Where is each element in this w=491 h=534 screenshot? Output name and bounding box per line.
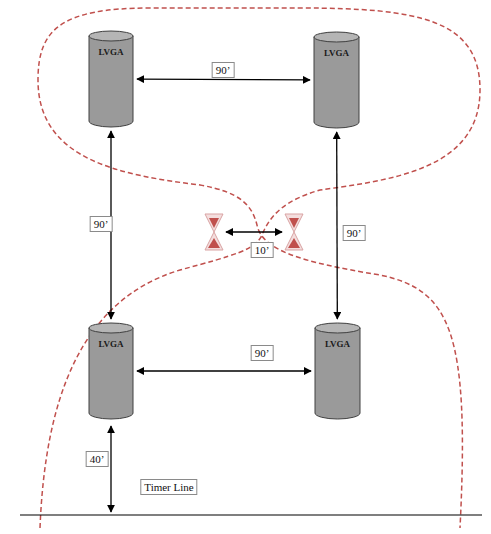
cone-cylinder: LVGA — [88, 322, 134, 420]
cone-cylinder: LVGA — [313, 31, 360, 129]
cylinder-shape — [314, 322, 361, 420]
cylinder-top — [89, 31, 133, 41]
cylinder-body — [315, 328, 360, 419]
cylinder-shape — [88, 30, 134, 128]
hourglass-symbol — [205, 214, 223, 250]
cylinder-shape — [88, 322, 134, 420]
dimension-arrow — [226, 231, 282, 232]
dimension-label: 90’ — [343, 225, 366, 241]
cone-label: LVGA — [314, 339, 361, 349]
cone-label: LVGA — [88, 339, 134, 349]
cone-cylinder: LVGA — [88, 30, 134, 128]
cone-label: LVGA — [88, 47, 134, 57]
cylinder-body — [314, 37, 359, 128]
dimension-arrow — [336, 132, 338, 319]
hourglass-bottom — [285, 232, 303, 250]
cylinder-body — [89, 328, 133, 419]
cone-label: LVGA — [313, 48, 360, 58]
course-path — [38, 8, 480, 528]
dimension-label: Timer Line — [140, 479, 197, 495]
hourglass-bottom — [205, 232, 223, 250]
dimension-label: 90’ — [251, 345, 274, 361]
dimension-label: 10’ — [251, 242, 274, 258]
hourglass-symbol — [285, 214, 303, 250]
cylinder-top — [89, 323, 133, 333]
dimension-arrow — [110, 426, 111, 512]
hourglass-sand — [208, 238, 220, 248]
hourglass-top — [285, 214, 303, 232]
dimension-label: 90’ — [90, 216, 113, 232]
dimension-label: 40’ — [86, 451, 109, 467]
cylinder-body — [89, 36, 133, 127]
timer-line — [20, 514, 482, 515]
cylinder-top — [314, 32, 359, 42]
hourglass-top — [205, 214, 223, 232]
dimension-arrow — [137, 78, 310, 80]
dimension-arrow — [137, 370, 311, 371]
dimension-label: 90’ — [212, 62, 235, 78]
cone-cylinder: LVGA — [314, 322, 361, 420]
hourglass-sand — [288, 238, 300, 248]
hourglass-sand — [209, 218, 219, 228]
cylinder-top — [315, 323, 360, 333]
cylinder-shape — [313, 31, 360, 129]
hourglass-sand — [289, 218, 299, 228]
